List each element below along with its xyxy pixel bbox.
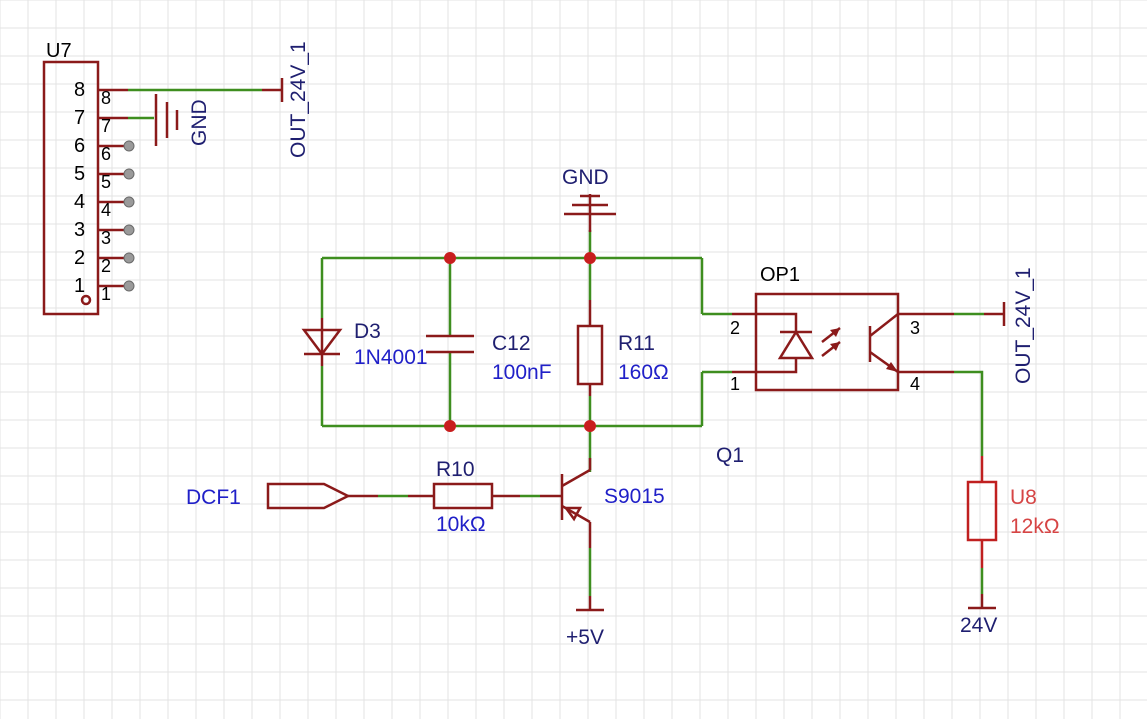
transistor-q1[interactable]: S9015 Q1 +5V [540,444,744,649]
resistor-u8[interactable]: U8 12kΩ 24V [954,370,1060,637]
main-wiring [320,230,732,472]
no-connect-marker [123,280,135,292]
u7-row-number: 4 [74,191,85,213]
q1-collector [561,468,591,488]
out24v-net-label: OUT_24V_1 [1012,267,1035,384]
connector-u7[interactable]: U7 8 7 6 5 4 3 2 1 8 7 6 5 4 3 2 1 [42,40,135,316]
op1-pin-number: 2 [730,318,740,338]
no-connect-marker [123,168,135,180]
resistor-r10[interactable]: R10 10kΩ [432,458,494,536]
op1-led-triangle [777,329,815,360]
port-shape [266,482,351,510]
r11-value: 160Ω [618,361,669,384]
light-arrow-head [830,342,840,351]
d3-designator: D3 [354,320,381,343]
op1-emitter-arrow [886,362,898,372]
u7-pin-number: 2 [101,256,111,276]
u7-pin-number: 3 [101,228,111,248]
u7-pin-number: 7 [101,116,111,136]
capacitor-c12[interactable]: C12 100nF [426,332,552,384]
op1-pin-number: 1 [730,374,740,394]
no-connect-marker [123,252,135,264]
op1-pin-number: 4 [910,374,920,394]
d3-value: 1N4001 [354,346,428,369]
u7-row-number: 7 [74,107,85,129]
u7-pin-number: 6 [101,144,111,164]
resistor-body [576,324,604,386]
junction-dot [444,420,456,432]
junction-dot [444,252,456,264]
dcf1-net-label: DCF1 [186,486,241,509]
c12-value: 100nF [492,361,552,384]
op1-led-lead [756,358,798,374]
u8-designator: U8 [1010,486,1037,509]
resistor-body [432,482,494,510]
gnd-net-label: GND [188,99,211,146]
u7-row-number: 6 [74,135,85,157]
op1-led-lead [756,312,798,332]
wire [954,370,984,456]
no-connect-marker [123,140,135,152]
u7-designator: U7 [46,40,72,62]
gnd-net-label: GND [562,166,609,189]
light-arrow-head [830,328,840,337]
u7-wiring: GND OUT_24V_1 [128,41,310,158]
junction-dot [584,252,596,264]
u7-body [42,60,100,316]
op1-designator: OP1 [760,264,800,286]
optocoupler-body [754,292,900,392]
junctions [444,252,596,432]
u7-row-number: 3 [74,219,85,241]
resistor-body [966,480,998,542]
gnd-symbol-mid[interactable]: GND [562,166,616,232]
5v-net-label: +5V [566,626,604,649]
q1-emitter-arrow [563,506,583,522]
24v-net-label: 24V [960,614,997,637]
u7-row-number: 8 [74,79,85,101]
r10-value: 10kΩ [436,513,486,536]
u7-pin-number: 1 [101,284,111,304]
diode-d3[interactable]: D3 1N4001 [301,318,428,369]
u7-row-number: 5 [74,163,85,185]
q1-designator: Q1 [716,444,744,467]
u7-pin-number: 5 [101,172,111,192]
u7-row-number: 1 [74,275,85,297]
op1-collector [869,313,899,337]
out24v-port-right[interactable]: OUT_24V_1 [954,267,1035,384]
optocoupler-op1[interactable]: OP1 2 1 3 4 [730,264,954,394]
u7-pin1-marker [80,294,92,306]
u7-row-number: 2 [74,247,85,269]
op1-pin-number: 3 [910,318,920,338]
c12-designator: C12 [492,332,531,355]
r10-designator: R10 [436,458,475,481]
out24v-net-label: OUT_24V_1 [287,41,310,158]
u7-pin-number: 4 [101,200,111,220]
u7-pin-number: 8 [101,88,111,108]
u8-value: 12kΩ [1010,515,1060,538]
r11-designator: R11 [618,332,655,355]
input-dcf1[interactable]: DCF1 [186,482,351,510]
resistor-r11[interactable]: R11 160Ω [576,300,669,396]
no-connect-marker [123,196,135,208]
no-connect-marker [123,224,135,236]
junction-dot [584,420,596,432]
diode-triangle [301,328,343,357]
q1-value: S9015 [604,485,665,508]
